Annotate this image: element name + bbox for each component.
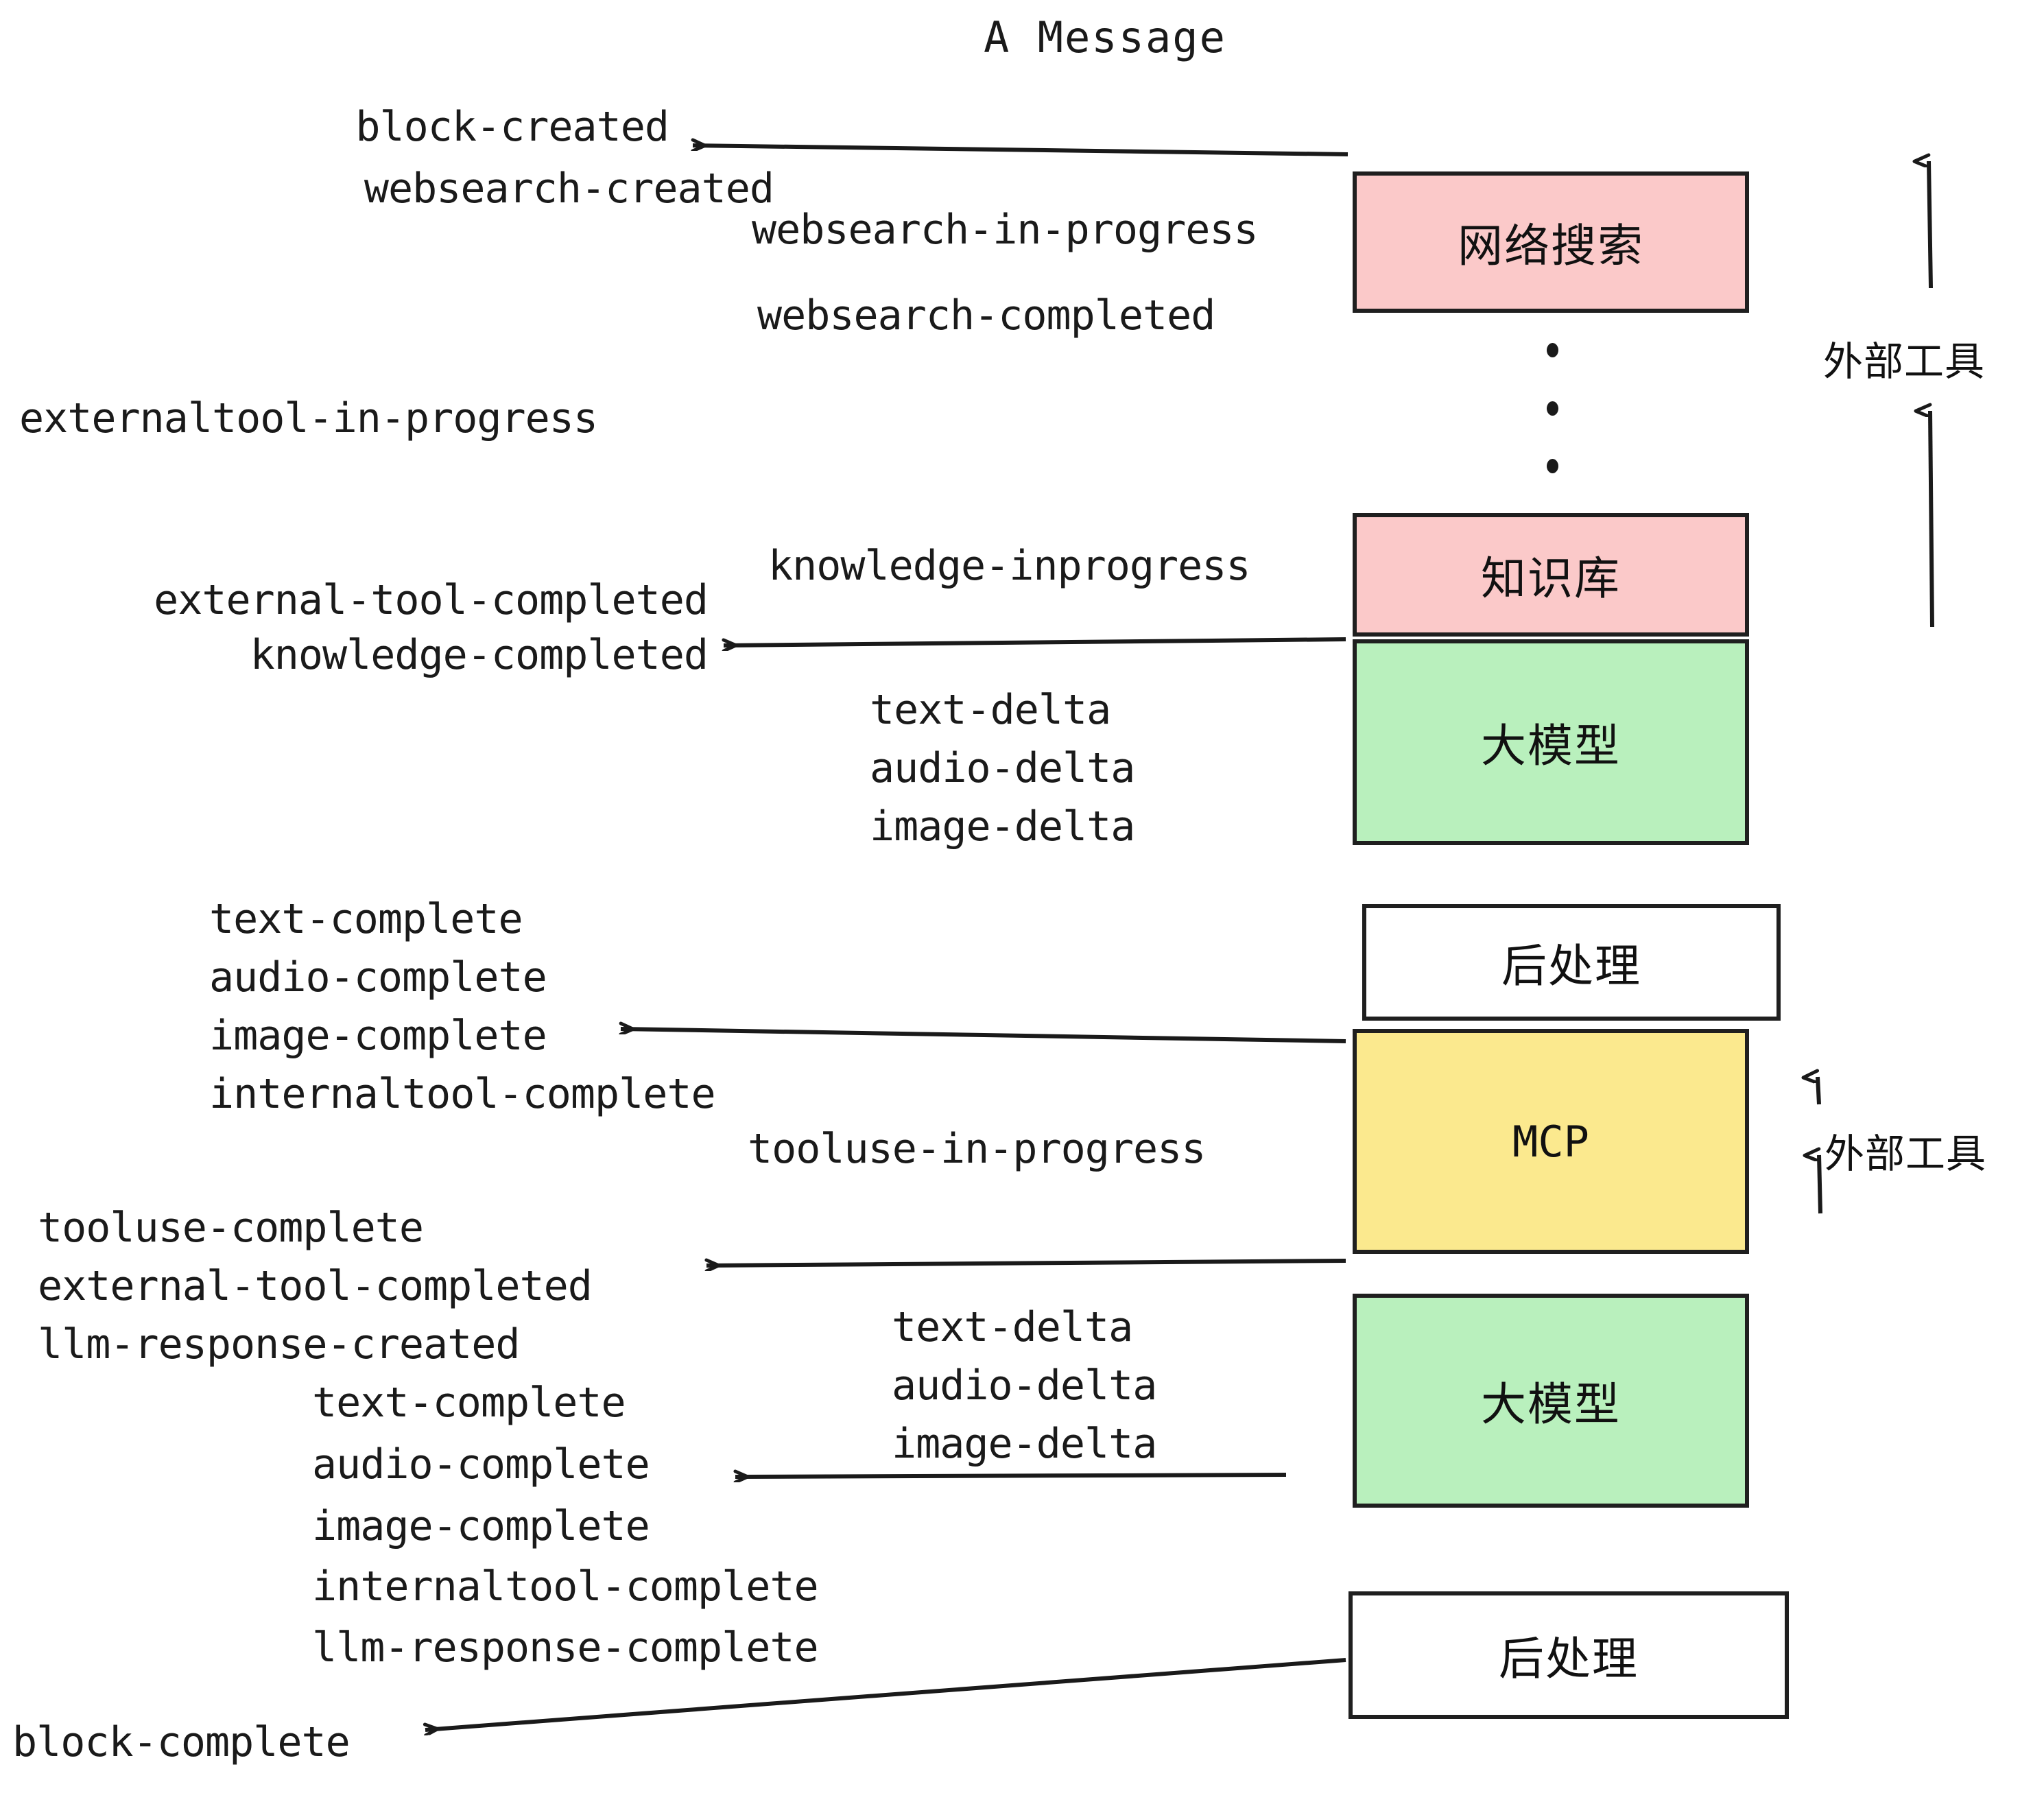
event-label-tooluse-complete: tooluse-complete [38,1204,424,1252]
arrow-llm-to-image-complete [621,1029,1346,1043]
external-tools-top-arrow-up [1929,161,1933,289]
event-label-knowledge-inprogress: knowledge-inprogress [768,542,1250,590]
vertical-ellipsis [1547,343,1558,473]
arrow-mcp-to-tooluse-complete [706,1261,1346,1266]
side-label-external-tools-top: 外部工具 [1823,338,1986,385]
event-label-websearch-completed: websearch-completed [757,292,1215,340]
arrow-llmbottom-to-audio-complete [735,1475,1287,1477]
event-label-image-complete-1: image-complete [209,1012,547,1060]
event-label-image-complete-2: image-complete [312,1502,650,1550]
event-label-llm-response-created: llm-response-created [38,1320,520,1368]
box-mcp: MCP [1353,1029,1749,1254]
event-label-llm-response-complete: llm-response-complete [312,1624,819,1672]
event-label-websearch-created: websearch-created [364,165,774,213]
external-tools-bottom-arrow-down [1819,1155,1822,1214]
event-label-audio-complete-2: audio-complete [312,1440,650,1488]
event-label-audio-complete-1: audio-complete [209,953,547,1001]
event-label-internaltool-complete-2: internaltool-complete [312,1563,819,1611]
side-label-external-tools-bottom: 外部工具 [1825,1130,1987,1177]
box-llm-top: 大模型 [1353,639,1749,845]
event-label-image-delta-2: image-delta [892,1420,1157,1468]
arrow-websearch-to-block-created [693,145,1348,156]
event-label-external-tool-completed-2: external-tool-completed [38,1262,593,1310]
external-tools-bottom-arrow-up [1818,1077,1821,1105]
event-label-text-complete-2: text-complete [312,1379,626,1427]
box-websearch: 网络搜索 [1353,171,1749,313]
ellipsis-dot [1547,401,1558,416]
event-label-websearch-in-progress: websearch-in-progress [752,206,1259,254]
event-label-internaltool-complete-1: internaltool-complete [209,1070,716,1118]
arrow-knowledge-to-completed [724,637,1346,645]
box-knowledge: 知识库 [1353,513,1749,637]
page-title: A Message [984,12,1226,62]
event-label-text-delta-2: text-delta [892,1303,1133,1351]
event-label-externaltool-in-progress: externaltool-in-progress [19,394,598,442]
event-label-text-complete-1: text-complete [209,895,523,943]
box-postprocess-bottom: 后处理 [1348,1591,1789,1719]
event-label-block-created: block-created [355,103,669,151]
box-postprocess-top: 后处理 [1362,904,1781,1021]
ellipsis-dot [1547,343,1558,357]
box-llm-bottom: 大模型 [1353,1294,1749,1508]
event-label-image-delta-1: image-delta [870,803,1135,851]
event-label-block-complete: block-complete [12,1718,350,1766]
event-label-external-tool-completed-1: external-tool-completed [154,576,709,624]
event-label-text-delta-1: text-delta [870,686,1111,734]
ellipsis-dot [1547,459,1558,473]
event-label-knowledge-completed: knowledge-completed [250,631,709,679]
event-label-audio-delta-2: audio-delta [892,1362,1157,1410]
event-label-audio-delta-1: audio-delta [870,744,1135,792]
event-label-tooluse-in-progress: tooluse-in-progress [748,1125,1206,1173]
external-tools-top-arrow-down [1930,411,1934,628]
